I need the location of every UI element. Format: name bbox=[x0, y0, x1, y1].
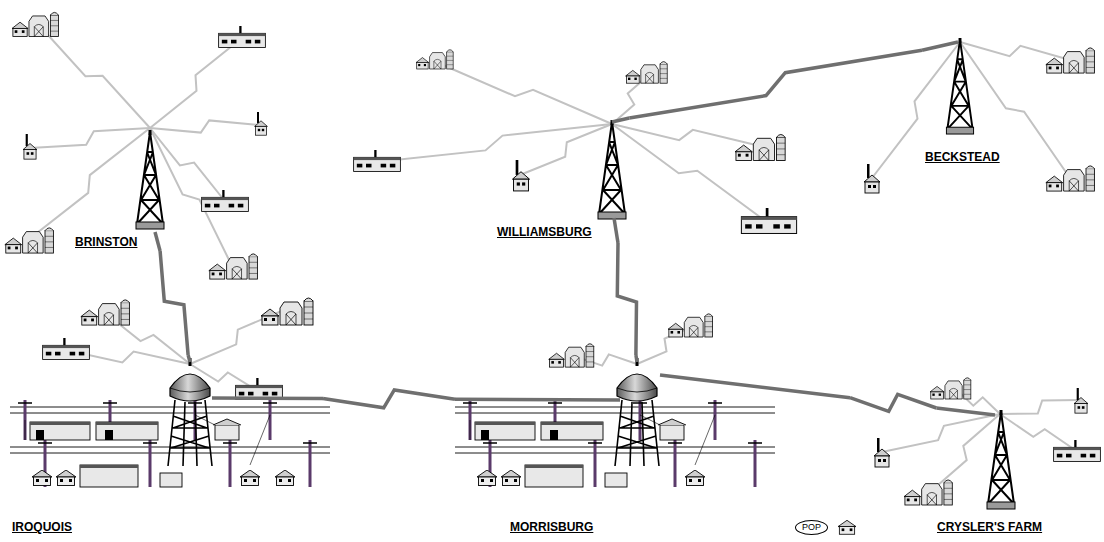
wireless-spoke bbox=[28, 128, 150, 240]
link-stub bbox=[936, 408, 995, 415]
farm-icon bbox=[1046, 166, 1095, 191]
wireless-spoke bbox=[520, 124, 612, 175]
radio-tower bbox=[598, 120, 626, 219]
house-icon bbox=[838, 520, 856, 534]
link-stub bbox=[155, 232, 160, 251]
farm-icon bbox=[904, 480, 952, 505]
pop-label: POP bbox=[802, 522, 821, 532]
factory-icon bbox=[219, 26, 266, 48]
water-tower bbox=[615, 358, 659, 466]
farm-icon bbox=[1046, 48, 1095, 73]
wireless-spoke bbox=[30, 128, 150, 148]
wireless-spoke bbox=[612, 124, 760, 146]
wireless-spoke bbox=[376, 124, 612, 162]
site-name: MORRISBURG bbox=[510, 520, 593, 534]
tower-site: BECKSTEAD bbox=[922, 36, 1022, 168]
house-icon bbox=[23, 134, 37, 159]
factory-icon bbox=[202, 190, 249, 212]
pop-oval: POP bbox=[795, 520, 828, 535]
tower-site: IROQUOIS bbox=[8, 355, 323, 540]
wireless-spoke bbox=[882, 414, 1000, 452]
tower-site: CRYSLER'S FARM bbox=[930, 408, 1102, 538]
wireless-spoke bbox=[38, 24, 150, 128]
farm-icon bbox=[261, 298, 313, 325]
radio-tower bbox=[987, 410, 1015, 509]
farm-icon bbox=[12, 12, 58, 36]
farm-icon bbox=[930, 378, 971, 399]
site-name: IROQUOIS bbox=[12, 520, 72, 534]
site-name: CRYSLER'S FARM bbox=[937, 520, 1042, 534]
link-stub bbox=[188, 355, 190, 362]
link-stub bbox=[612, 118, 629, 122]
wireless-spoke bbox=[436, 62, 612, 124]
house-icon bbox=[685, 470, 705, 486]
link-stub bbox=[922, 42, 958, 50]
house-icon bbox=[477, 470, 497, 486]
link-stub bbox=[614, 218, 618, 243]
house-icon bbox=[56, 470, 76, 486]
house-icon bbox=[32, 470, 52, 486]
factory-icon bbox=[236, 378, 283, 400]
backhaul-link bbox=[617, 243, 636, 355]
tower-site: BRINSTON bbox=[72, 122, 168, 251]
wireless-spoke bbox=[150, 38, 242, 128]
wireless-spoke bbox=[930, 414, 1000, 492]
link-stub bbox=[636, 355, 637, 362]
house-icon bbox=[275, 470, 295, 486]
factory-icon bbox=[741, 208, 796, 233]
link-stub bbox=[660, 375, 850, 398]
wireless-spoke bbox=[960, 42, 1070, 60]
wireless-spoke bbox=[612, 124, 764, 220]
wireless-spoke bbox=[150, 128, 224, 200]
wireless-spoke bbox=[150, 120, 260, 132]
link-stub bbox=[455, 397, 620, 401]
town-drawing bbox=[455, 400, 775, 487]
house-icon bbox=[874, 438, 890, 467]
house-icon bbox=[512, 160, 529, 191]
tower-site: WILLIAMSBURG bbox=[494, 118, 634, 243]
farm-icon bbox=[5, 228, 54, 253]
house-icon bbox=[1074, 388, 1088, 413]
house-icon bbox=[255, 112, 268, 135]
farm-icon bbox=[626, 62, 668, 84]
radio-tower bbox=[946, 38, 973, 134]
farm-icon bbox=[668, 314, 713, 337]
backhaul-link bbox=[850, 394, 936, 411]
link-stub bbox=[212, 396, 323, 400]
site-name: BECKSTEAD bbox=[925, 150, 1000, 164]
house-icon bbox=[864, 164, 880, 193]
wireless-spoke bbox=[1000, 400, 1080, 414]
backhaul-link bbox=[629, 50, 922, 118]
farm-icon bbox=[735, 134, 785, 160]
factory-icon bbox=[354, 150, 401, 172]
factory-icon bbox=[1054, 440, 1101, 462]
site-name: BRINSTON bbox=[75, 235, 137, 249]
farm-icon bbox=[549, 344, 594, 367]
house-icon bbox=[501, 470, 521, 486]
tower-site: MORRISBURG POP bbox=[455, 355, 850, 540]
farm-icon bbox=[81, 300, 130, 325]
radio-tower bbox=[136, 130, 164, 229]
farm-icon bbox=[209, 254, 258, 279]
house-icon bbox=[240, 470, 260, 486]
farm-icon bbox=[416, 50, 453, 69]
backhaul-link bbox=[160, 251, 188, 355]
water-tower bbox=[168, 358, 212, 466]
backhaul-link bbox=[323, 390, 455, 408]
factory-icon bbox=[43, 338, 90, 360]
wireless-spokes bbox=[28, 24, 1080, 492]
wireless-spoke bbox=[1000, 414, 1078, 452]
site-name: WILLIAMSBURG bbox=[497, 225, 592, 239]
